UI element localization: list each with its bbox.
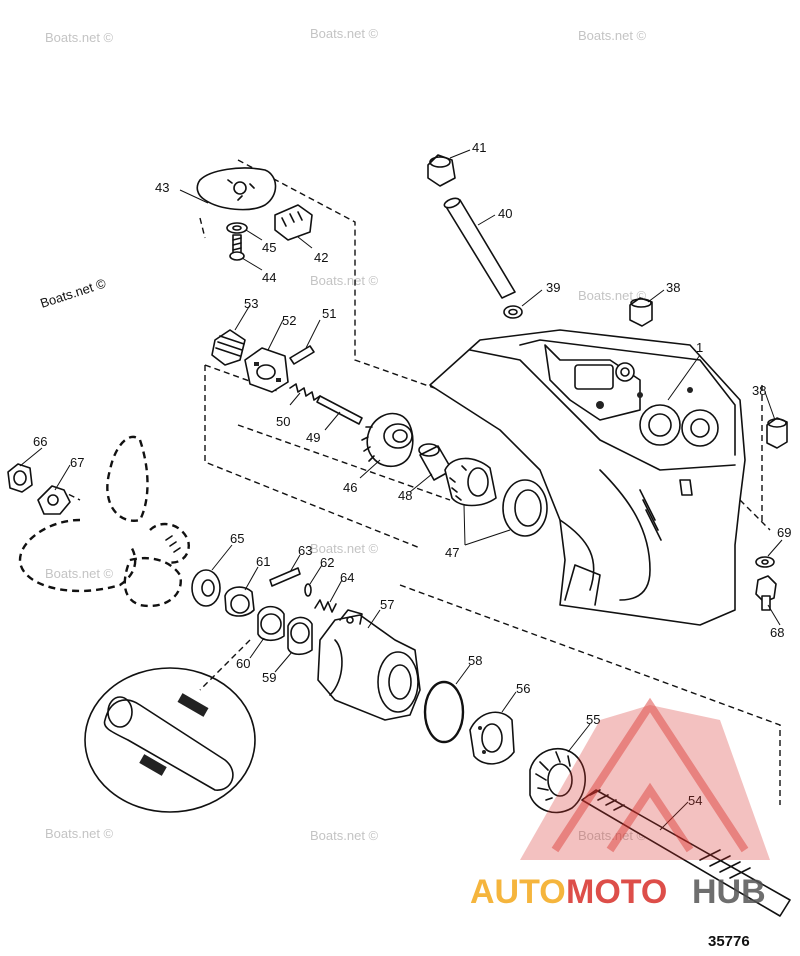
watermark: Boats.net © bbox=[578, 288, 647, 303]
part-41-grommet bbox=[427, 154, 456, 187]
callout-48: 48 bbox=[398, 488, 412, 503]
watermark-dark: Boats.net © bbox=[38, 275, 108, 310]
brand-text-part1: AUTO bbox=[470, 873, 566, 911]
part-59-sleeve bbox=[287, 616, 313, 656]
callout-53: 53 bbox=[244, 296, 258, 311]
callout-labels: 1 38 38 39 40 41 42 43 44 45 46 47 48 49… bbox=[33, 140, 791, 808]
callout-44: 44 bbox=[262, 270, 276, 285]
watermark: Boats.net © bbox=[45, 30, 114, 45]
callout-46: 46 bbox=[343, 480, 357, 495]
callout-50: 50 bbox=[276, 414, 290, 429]
part-61-bearing bbox=[224, 586, 255, 617]
callout-40: 40 bbox=[498, 206, 512, 221]
part-69-washer bbox=[755, 556, 775, 568]
part-52-clutch bbox=[244, 347, 289, 393]
callout-61: 61 bbox=[256, 554, 270, 569]
brand-logo: AUTO MOTO HUB bbox=[470, 697, 770, 911]
part-67-tab-washer bbox=[37, 485, 71, 515]
part-46-forward-gear bbox=[361, 412, 414, 468]
callout-47: 47 bbox=[445, 545, 459, 560]
brand-logo-triangle bbox=[520, 705, 770, 860]
part-55-pinion-gear bbox=[529, 747, 586, 814]
callout-52: 52 bbox=[282, 313, 296, 328]
callout-59: 59 bbox=[262, 670, 276, 685]
callout-1: 1 bbox=[696, 340, 703, 355]
part-68-bolt bbox=[755, 575, 777, 611]
part-40-water-tube bbox=[443, 197, 516, 299]
callout-54: 54 bbox=[688, 793, 702, 808]
part-38-nut-side bbox=[766, 417, 788, 449]
callout-69: 69 bbox=[777, 525, 791, 540]
part-66-prop-nut bbox=[7, 463, 33, 493]
callout-51: 51 bbox=[322, 306, 336, 321]
watermarks: Boats.net © Boats.net © Boats.net © Boat… bbox=[38, 26, 646, 843]
watermark: Boats.net © bbox=[45, 566, 114, 581]
callout-64: 64 bbox=[340, 570, 354, 585]
watermark: Boats.net © bbox=[310, 26, 379, 41]
part-44-screw bbox=[229, 234, 245, 261]
callout-42: 42 bbox=[314, 250, 328, 265]
part-45-washer bbox=[226, 222, 248, 234]
callout-67: 67 bbox=[70, 455, 84, 470]
callout-56: 56 bbox=[516, 681, 530, 696]
brand-text-part2: MOTO bbox=[566, 873, 667, 911]
watermark: Boats.net © bbox=[578, 828, 647, 843]
part-62-ring bbox=[304, 583, 312, 597]
propeller-outline bbox=[18, 435, 190, 608]
part-60-bearing bbox=[257, 605, 285, 642]
callout-43: 43 bbox=[155, 180, 169, 195]
callout-38-side: 38 bbox=[752, 383, 766, 398]
callout-57: 57 bbox=[380, 597, 394, 612]
part-42-anode-block bbox=[274, 204, 313, 241]
part-53-cam-follower bbox=[211, 329, 246, 366]
detail-inset bbox=[84, 667, 256, 813]
callout-65: 65 bbox=[230, 531, 244, 546]
callout-62: 62 bbox=[320, 555, 334, 570]
callout-68: 68 bbox=[770, 625, 784, 640]
part-47-tapered-bearing bbox=[444, 457, 497, 507]
callout-39: 39 bbox=[546, 280, 560, 295]
figure-number: 35776 bbox=[708, 933, 750, 950]
watermark: Boats.net © bbox=[310, 273, 379, 288]
callout-55: 55 bbox=[586, 712, 600, 727]
part-63-pin bbox=[269, 567, 301, 587]
callout-63: 63 bbox=[298, 543, 312, 558]
leader-lines bbox=[19, 149, 783, 831]
part-50-spring bbox=[289, 383, 323, 405]
part-47-bearing-race bbox=[502, 479, 548, 537]
callout-60: 60 bbox=[236, 656, 250, 671]
assembly-dash-lines bbox=[59, 159, 781, 805]
part-38-nut-top bbox=[629, 297, 653, 327]
part-58-o-ring bbox=[423, 680, 465, 744]
gearcase-housing bbox=[429, 329, 746, 626]
part-64-spring bbox=[314, 599, 337, 613]
callout-41: 41 bbox=[472, 140, 486, 155]
part-57-bearing-carrier bbox=[317, 609, 421, 721]
part-51-pin bbox=[289, 345, 315, 365]
watermark: Boats.net © bbox=[310, 828, 379, 843]
part-56-ball-bearing bbox=[469, 711, 515, 765]
part-43-trim-tab bbox=[196, 167, 277, 211]
callout-45: 45 bbox=[262, 240, 276, 255]
callout-49: 49 bbox=[306, 430, 320, 445]
callout-58: 58 bbox=[468, 653, 482, 668]
part-49-shift-shaft bbox=[316, 395, 363, 425]
callout-38: 38 bbox=[666, 280, 680, 295]
part-65-thrust-washer bbox=[191, 569, 221, 607]
part-54-propeller-shaft bbox=[581, 789, 791, 917]
callout-66: 66 bbox=[33, 434, 47, 449]
part-39-seal bbox=[503, 305, 523, 319]
watermark: Boats.net © bbox=[578, 28, 647, 43]
watermark: Boats.net © bbox=[45, 826, 114, 841]
watermark: Boats.net © bbox=[310, 541, 379, 556]
brand-text-part3: HUB bbox=[692, 873, 766, 911]
